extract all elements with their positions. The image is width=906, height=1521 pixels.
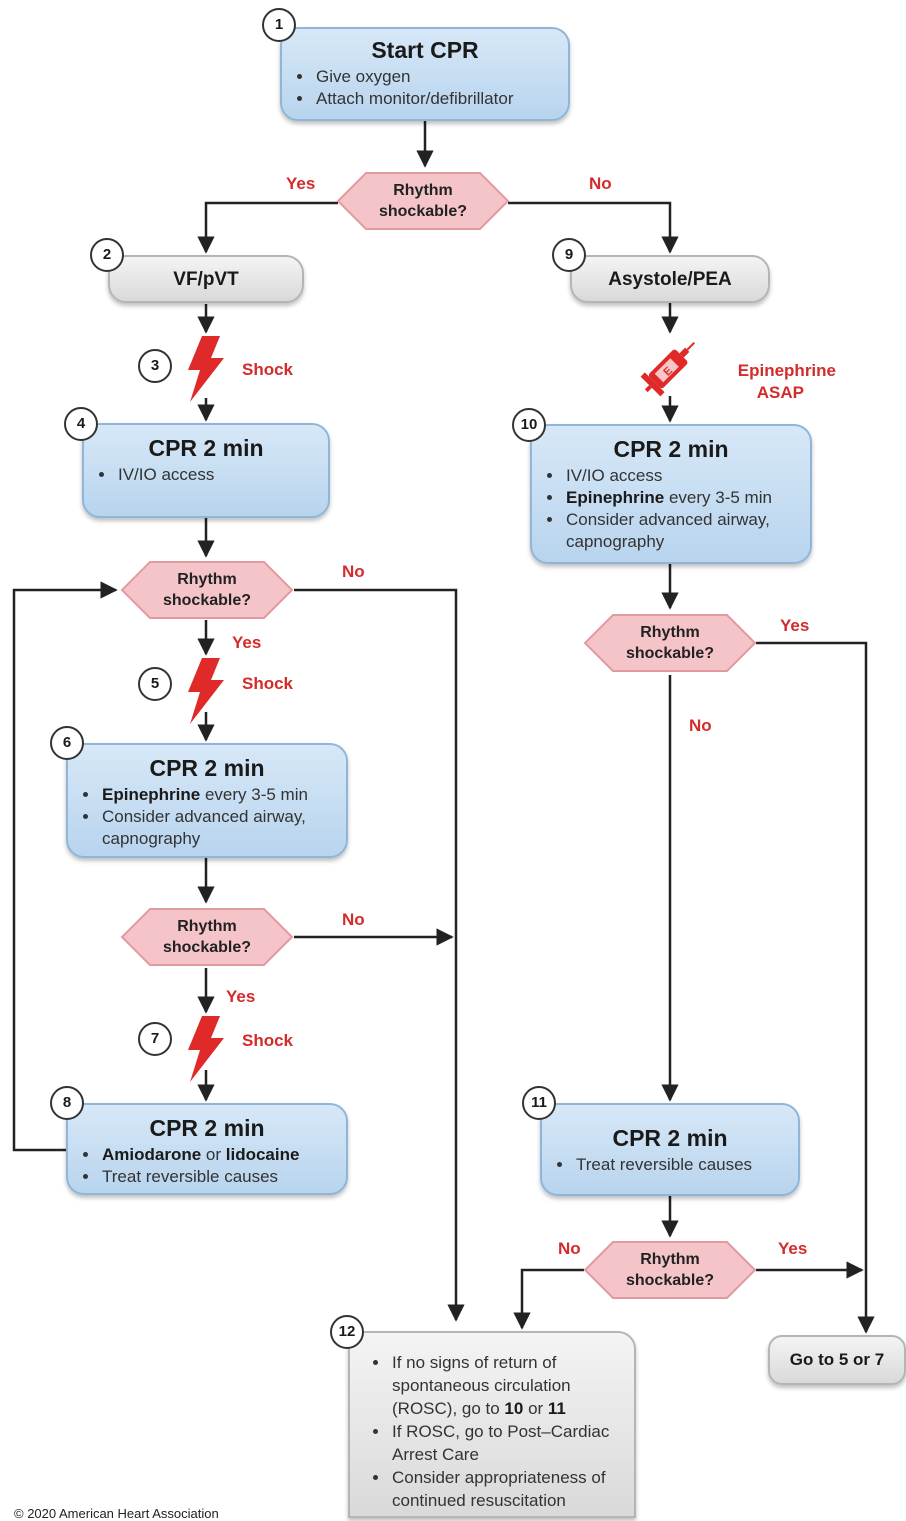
outcome-box-12: If no signs of return of spontaneous cir… (348, 1331, 636, 1518)
drug-dose: every 3-5 min (200, 785, 308, 804)
cpr-item: Treat reversible causes (574, 1154, 798, 1176)
lightning-bolt-icon (188, 336, 224, 402)
decision-rhythm-shockable: Rhythm shockable? (336, 171, 510, 231)
cpr-item: Consider advanced airway, capnography (100, 806, 312, 850)
step-number: 7 (138, 1022, 172, 1056)
drug-name: lidocaine (225, 1145, 300, 1164)
start-cpr-title: Start CPR (371, 37, 479, 63)
decision-rhythm-shockable: Rhythm shockable? (583, 1240, 757, 1300)
drug-name: Amiodarone (102, 1145, 202, 1164)
cpr-box-6: CPR 2 min Epinephrine every 3-5 min Cons… (66, 743, 348, 858)
step-number: 8 (50, 1086, 84, 1120)
outcome-item: Consider appropriateness of continued re… (390, 1466, 622, 1512)
step-number: 9 (552, 238, 586, 272)
epinephrine-label-line1: Epinephrine (737, 361, 836, 380)
yes-label: Yes (286, 174, 316, 193)
step-number: 2 (90, 238, 124, 272)
no-label: No (689, 716, 712, 735)
drug-name: Epinephrine (566, 488, 665, 507)
copyright-footer: © 2020 American Heart Association (14, 1506, 219, 1521)
lightning-bolt-icon (188, 1016, 224, 1082)
cpr-item: Consider advanced airway, capnography (564, 509, 794, 553)
step-number: 12 (330, 1315, 364, 1349)
lightning-bolt-icon (188, 658, 224, 724)
decision-line2: shockable? (378, 203, 468, 220)
cpr-item: Amiodarone or lidocaine (100, 1144, 346, 1166)
decision-rhythm-shockable: Rhythm shockable? (120, 560, 294, 620)
decision-line1: Rhythm (640, 624, 700, 641)
yes-label: Yes (232, 633, 262, 652)
goto-step-ref: 11 (547, 1399, 566, 1418)
decision-line1: Rhythm (177, 571, 237, 588)
decision-rhythm-shockable: Rhythm shockable? (120, 907, 294, 967)
step-number: 3 (138, 349, 172, 383)
outcome-text: or (523, 1399, 548, 1418)
shock-label: Shock (242, 360, 294, 379)
decision-line2: shockable? (625, 645, 715, 662)
goto-5-or-7-box: Go to 5 or 7 (768, 1335, 906, 1385)
decision-line2: shockable? (162, 592, 252, 609)
decision-line2: shockable? (162, 939, 252, 956)
goto-step-ref: 10 (504, 1399, 524, 1418)
step-number: 11 (522, 1086, 556, 1120)
cpr-title: CPR 2 min (612, 1125, 728, 1151)
drug-name: Epinephrine (102, 785, 201, 804)
cpr-title: CPR 2 min (149, 755, 265, 781)
cpr-title: CPR 2 min (149, 1115, 265, 1141)
asystole-pea-title: Asystole/PEA (608, 269, 732, 290)
cpr-title: CPR 2 min (148, 435, 264, 461)
epinephrine-asap-label: Epinephrine ASAP (718, 360, 836, 404)
decision-rhythm-shockable: Rhythm shockable? (583, 613, 757, 673)
vf-pvt-title: VF/pVT (173, 269, 239, 290)
step-number: 6 (50, 726, 84, 760)
drug-dose: every 3-5 min (664, 488, 772, 507)
outcome-item: If no signs of return of spontaneous cir… (390, 1351, 612, 1420)
vf-pvt-box: VF/pVT (108, 255, 304, 303)
outcome-item: If ROSC, go to Post–Cardiac Arrest Care (390, 1420, 617, 1466)
step-number: 1 (262, 8, 296, 42)
start-cpr-item: Attach monitor/defibrillator (314, 88, 568, 110)
no-label: No (342, 562, 365, 581)
decision-line1: Rhythm (177, 918, 237, 935)
no-label: No (589, 174, 612, 193)
decision-line1: Rhythm (393, 182, 453, 199)
decision-line2: shockable? (625, 1272, 715, 1289)
shock-label: Shock (242, 1031, 294, 1050)
no-label: No (342, 910, 365, 929)
syringe-icon: E (640, 341, 696, 397)
goto-title: Go to 5 or 7 (789, 1350, 885, 1369)
yes-label: Yes (780, 616, 810, 635)
yes-label: Yes (226, 987, 256, 1006)
decision-line1: Rhythm (640, 1251, 700, 1268)
outcome-text: If no signs of return of spontaneous cir… (392, 1353, 571, 1418)
cpr-item: Epinephrine every 3-5 min (100, 784, 346, 806)
cpr-item: IV/IO access (116, 464, 328, 486)
cpr-box-4: CPR 2 min IV/IO access (82, 423, 330, 518)
asystole-pea-box: Asystole/PEA (570, 255, 770, 303)
shock-label: Shock (242, 674, 294, 693)
step-number: 4 (64, 407, 98, 441)
step-number: 10 (512, 408, 546, 442)
start-cpr-item: Give oxygen (314, 66, 568, 88)
drug-or: or (201, 1145, 226, 1164)
cpr-title: CPR 2 min (613, 436, 729, 462)
yes-label: Yes (778, 1239, 808, 1258)
epinephrine-label-line2: ASAP (756, 383, 804, 402)
step-number: 5 (138, 667, 172, 701)
cpr-item: Treat reversible causes (100, 1166, 346, 1188)
cpr-box-10: CPR 2 min IV/IO access Epinephrine every… (530, 424, 812, 564)
cpr-box-8: CPR 2 min Amiodarone or lidocaine Treat … (66, 1103, 348, 1195)
start-cpr-box: Start CPR Give oxygen Attach monitor/def… (280, 27, 570, 121)
cpr-item: Epinephrine every 3-5 min (564, 487, 810, 509)
no-label: No (558, 1239, 581, 1258)
cpr-box-11: CPR 2 min Treat reversible causes (540, 1103, 800, 1196)
cpr-item: IV/IO access (564, 465, 810, 487)
